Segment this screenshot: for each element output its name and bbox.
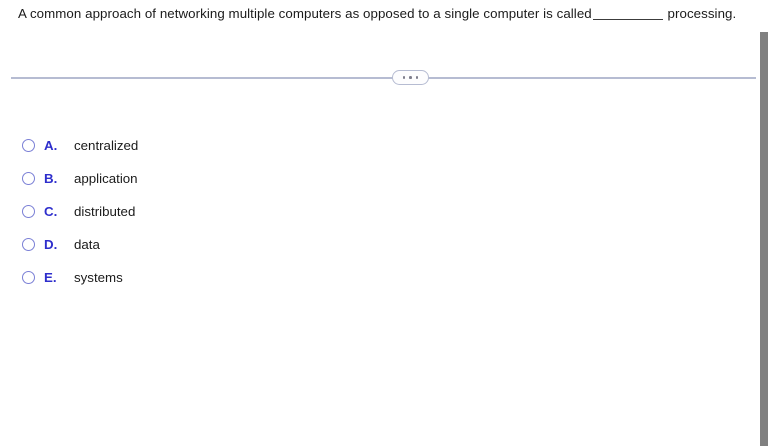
ellipsis-horizontal-icon[interactable] [392, 70, 429, 85]
choice-text-c: distributed [74, 204, 136, 219]
radio-button-b[interactable] [22, 172, 35, 185]
answer-blank [592, 19, 663, 20]
choice-letter-b: B. [44, 171, 58, 186]
divider-line [11, 77, 756, 79]
choice-text-a: centralized [74, 138, 139, 153]
choice-option-c[interactable]: C. distributed [22, 195, 622, 228]
vertical-scrollbar[interactable] [757, 0, 771, 446]
choice-option-e[interactable]: E. systems [22, 261, 622, 294]
answer-choices-list: A. centralized B. application C. distrib… [22, 129, 622, 294]
radio-button-a[interactable] [22, 139, 35, 152]
radio-button-e[interactable] [22, 271, 35, 284]
choice-letter-e: E. [44, 270, 57, 285]
choice-letter-c: C. [44, 204, 58, 219]
choice-option-d[interactable]: D. data [22, 228, 622, 261]
section-divider [0, 70, 757, 86]
choice-letter-d: D. [44, 237, 58, 252]
choice-option-b[interactable]: B. application [22, 162, 622, 195]
question-text-before-blank: A common approach of networking multiple… [18, 6, 592, 21]
choice-text-e: systems [74, 270, 123, 285]
scrollbar-thumb[interactable] [760, 32, 768, 446]
dot-2 [409, 76, 412, 79]
choice-text-d: data [74, 237, 100, 252]
choice-text-b: application [74, 171, 138, 186]
radio-button-d[interactable] [22, 238, 35, 251]
question-text-after-blank: processing. [667, 6, 737, 21]
question-text: A common approach of networking multiple… [18, 4, 760, 23]
radio-button-c[interactable] [22, 205, 35, 218]
dot-3 [415, 76, 419, 79]
dot-1 [402, 76, 406, 79]
choice-option-a[interactable]: A. centralized [22, 129, 622, 162]
choice-letter-a: A. [44, 138, 58, 153]
